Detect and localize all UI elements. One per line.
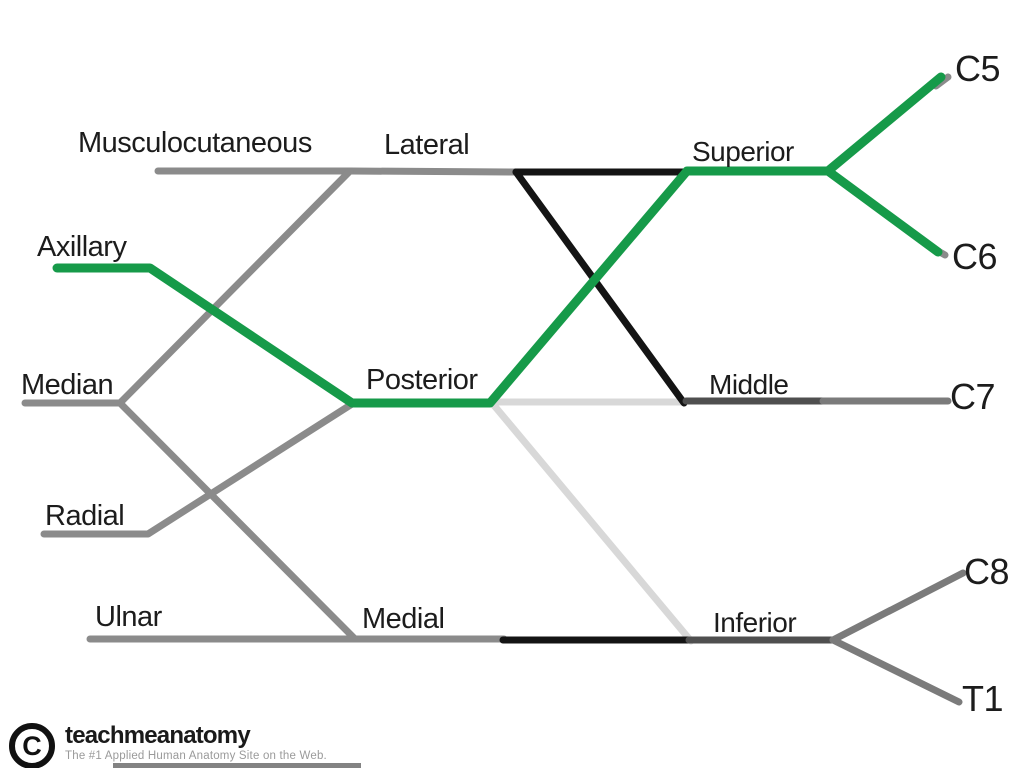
posterior-division-inferior-line <box>488 399 695 645</box>
footer-logo: C teachmeanatomy The #1 Applied Human An… <box>9 722 361 768</box>
radial-line <box>40 400 356 538</box>
brand-block: teachmeanatomy The #1 Applied Human Anat… <box>65 722 361 768</box>
label-c7: C7 <box>950 376 996 417</box>
lateral-root-of-median-line <box>116 167 354 407</box>
c8-root-line <box>829 569 967 644</box>
label-median: Median <box>21 369 114 401</box>
label-lateral: Lateral <box>384 129 470 161</box>
medial-root-of-median-line <box>116 399 359 643</box>
label-radial: Radial <box>45 500 125 532</box>
brand-tagline: The #1 Applied Human Anatomy Site on the… <box>65 750 327 763</box>
label-middle: Middle <box>709 369 789 400</box>
lateral-cord-line <box>346 167 521 176</box>
label-c5: C5 <box>955 48 1001 89</box>
label-t1: T1 <box>962 678 1004 719</box>
brand-name: teachmeanatomy <box>65 722 251 749</box>
label-superior: Superior <box>692 136 794 167</box>
label-axillary: Axillary <box>37 231 127 263</box>
anterior-division-middle-line <box>512 168 688 407</box>
label-inferior: Inferior <box>713 607 797 638</box>
bottom-strip <box>113 763 361 768</box>
c6-highlight-branch <box>823 166 943 257</box>
t1-root-line <box>829 636 963 706</box>
label-ulnar: Ulnar <box>95 601 162 633</box>
label-posterior: Posterior <box>366 364 478 396</box>
label-medial: Medial <box>362 603 445 635</box>
label-musculocutaneous: Musculocutaneous <box>78 127 312 159</box>
label-c8: C8 <box>964 551 1010 592</box>
copyright-icon: C <box>9 723 55 768</box>
label-c6: C6 <box>952 236 998 277</box>
copyright-letter: C <box>22 730 42 761</box>
